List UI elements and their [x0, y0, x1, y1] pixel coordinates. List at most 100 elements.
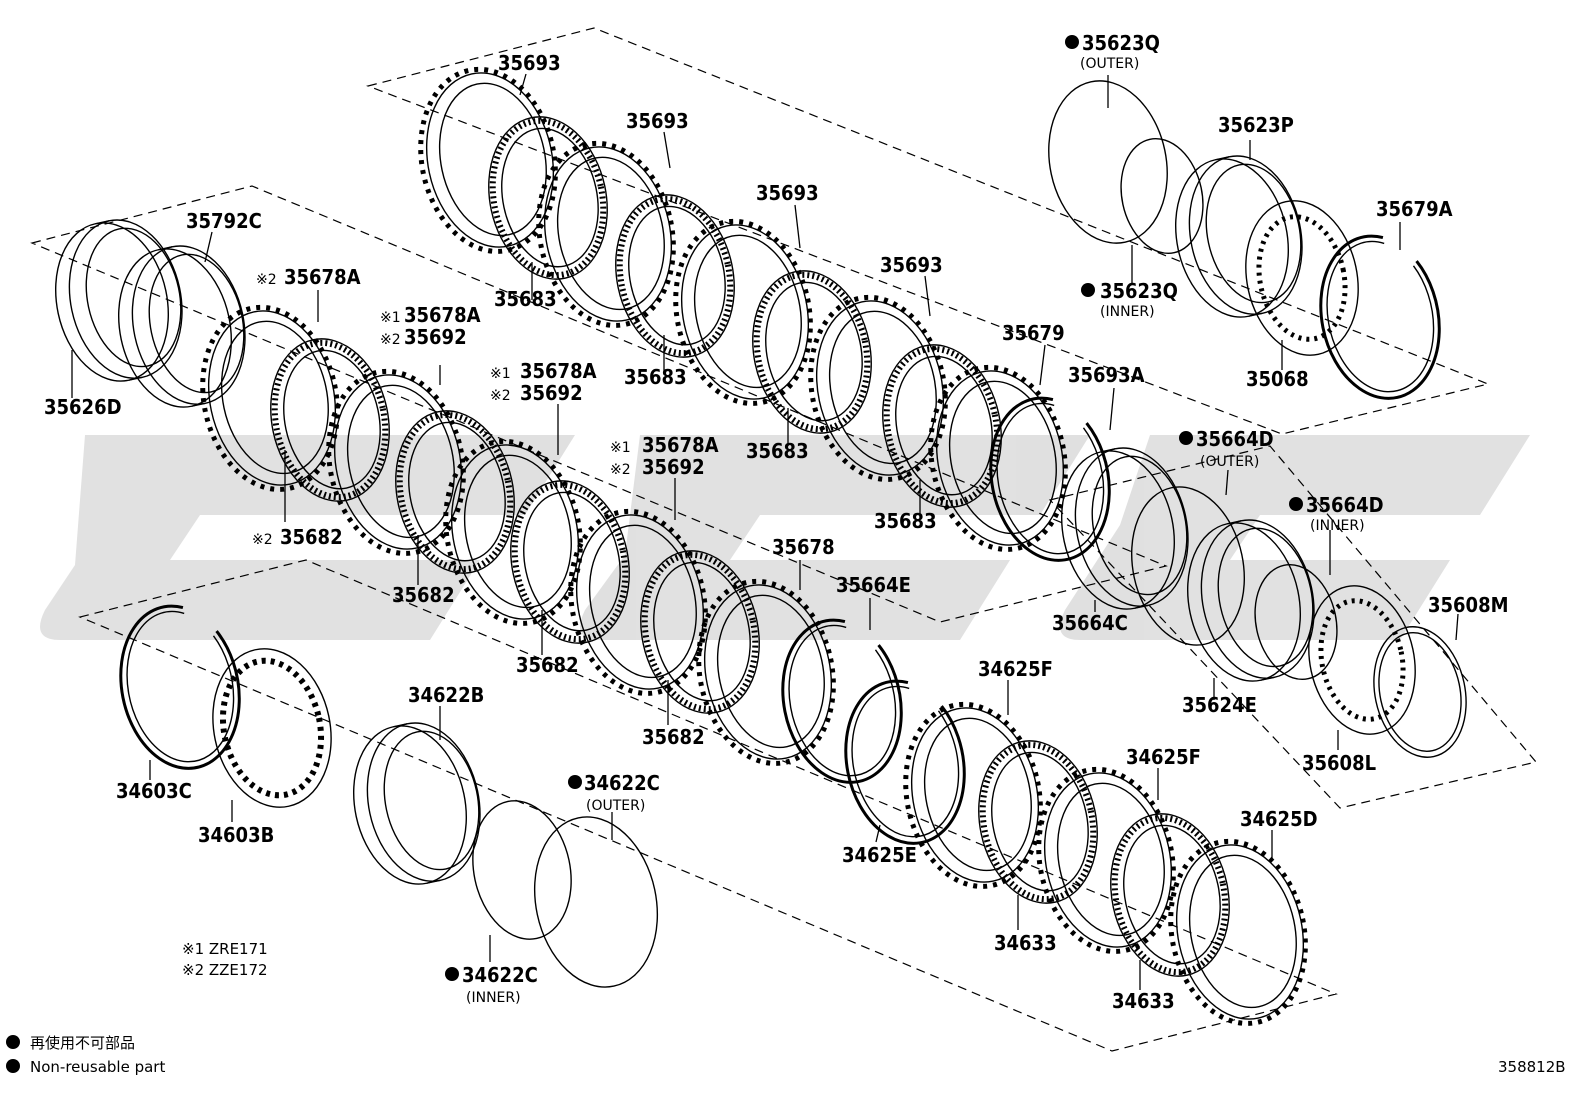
label-35682-2: 35682 [392, 583, 455, 607]
label-35623Q-outer-sub: (OUTER) [1080, 56, 1139, 72]
label-35682-4: 35682 [642, 725, 705, 749]
label-34622C-outer-sub: (OUTER) [586, 798, 645, 814]
part-34622C-inner-oring [472, 800, 572, 940]
part-35792C-hub [103, 234, 260, 419]
label-35664D-outer-sub: (OUTER) [1200, 454, 1259, 470]
label-35693A: 35693A [1068, 363, 1145, 387]
label-34603C: 34603C [116, 779, 192, 803]
label-35664D-outer: 35664D [1196, 427, 1274, 451]
label-35678A-3: 35678A [520, 359, 597, 383]
leader-lines [71, 73, 1459, 990]
bullet-35664D-outer [1179, 431, 1193, 445]
assembly-box-top [366, 27, 1490, 435]
label-34625E: 34625E [842, 843, 917, 867]
mark-ref1-b: ※1 [490, 366, 511, 382]
bullet-34622C-inner [445, 967, 459, 981]
part-35608L-spring-retainer [1308, 585, 1416, 735]
legend-bullet-jp [6, 1035, 20, 1049]
label-34633-b: 34633 [1112, 989, 1175, 1013]
part-34633-disc-2 [1096, 803, 1244, 988]
label-35624E: 35624E [1182, 693, 1257, 717]
part-35664D-outer-oring [1130, 486, 1246, 646]
label-35664C: 35664C [1052, 611, 1128, 635]
bullet-35623Q-outer [1065, 35, 1079, 49]
label-35664D-inner: 35664D [1306, 493, 1384, 517]
label-34603B: 34603B [198, 823, 274, 847]
mark-ref2-c: ※2 [490, 388, 511, 404]
label-35682-1: 35682 [280, 525, 343, 549]
label-35693-a: 35693 [498, 51, 561, 75]
label-35068: 35068 [1246, 367, 1309, 391]
part-35664D-inner-oring [1254, 563, 1338, 681]
label-35683-d: 35683 [874, 509, 937, 533]
label-35664D-inner-sub: (INNER) [1310, 518, 1365, 534]
watermark-logo [40, 435, 1530, 640]
label-34633-a: 34633 [994, 931, 1057, 955]
diagram-code: 358812B [1498, 1058, 1566, 1076]
legend-bullet-en [6, 1059, 20, 1073]
mark-ref2-e: ※2 [252, 532, 273, 548]
label-35792C: 35792C [186, 209, 262, 233]
label-35664E: 35664E [836, 573, 911, 597]
label-34622C-inner: 34622C [462, 963, 538, 987]
part-34603B-spring-retainer [212, 648, 332, 808]
label-35692-2: 35692 [404, 325, 467, 349]
mark-ref1-a: ※1 [380, 310, 401, 326]
part-35683-disc-2 [601, 184, 749, 369]
part-34625D-plate [1154, 829, 1321, 1036]
label-35683-b: 35683 [624, 365, 687, 389]
label-35692-3: 35692 [520, 381, 583, 405]
label-35693-d: 35693 [880, 253, 943, 277]
label-35678A-2: 35678A [404, 303, 481, 327]
note-zre171: ※1 ZRE171 [182, 940, 268, 958]
assembly-box-right [1048, 445, 1538, 809]
mark-ref2-a: ※2 [256, 272, 277, 288]
label-34625D: 34625D [1240, 807, 1318, 831]
label-35683-a: 35683 [494, 287, 557, 311]
label-34625F-b: 34625F [1126, 745, 1201, 769]
label-35608L: 35608L [1302, 751, 1376, 775]
part-35068-spring-retainer [1245, 200, 1359, 356]
note-zze172: ※2 ZZE172 [182, 961, 268, 979]
legend-jp: 再使用不可部品 [30, 1034, 135, 1052]
label-35623Q-outer: 35623Q [1082, 31, 1160, 55]
label-35682-3: 35682 [516, 653, 579, 677]
label-35626D: 35626D [44, 395, 122, 419]
label-35608M: 35608M [1428, 593, 1509, 617]
label-34622C-outer: 34622C [584, 771, 660, 795]
bullet-35664D-inner [1289, 497, 1303, 511]
mark-ref2-b: ※2 [380, 332, 401, 348]
label-35623P: 35623P [1218, 113, 1294, 137]
part-34622B-piston [338, 711, 495, 896]
label-35678: 35678 [772, 535, 835, 559]
label-34622C-inner-sub: (INNER) [466, 990, 521, 1006]
part-34622C-outer-oring [533, 816, 659, 988]
assembly-box-left [30, 185, 1168, 623]
part-35679A-snap-ring [1304, 223, 1456, 411]
bullet-35623Q-inner [1081, 283, 1095, 297]
label-35692-4: 35692 [642, 455, 705, 479]
mark-ref1-c: ※1 [610, 440, 631, 456]
legend-en: Non-reusable part [30, 1058, 165, 1076]
label-35678A-4: 35678A [642, 433, 719, 457]
label-35623Q-inner-sub: (INNER) [1100, 304, 1155, 320]
label-35623Q-inner: 35623Q [1100, 279, 1178, 303]
label-35679A: 35679A [1376, 197, 1453, 221]
part-35623P-piston [1160, 144, 1317, 329]
part-35608M-snap-ring [1373, 626, 1467, 758]
part-35626D-drum [40, 208, 197, 393]
bullet-34622C-outer [568, 775, 582, 789]
part-35623Q-outer-oring [1048, 80, 1168, 244]
label-35693-c: 35693 [756, 181, 819, 205]
part-35693-plate-1 [404, 57, 571, 264]
assembly-box-bottom [78, 559, 1338, 1052]
label-35693-b: 35693 [626, 109, 689, 133]
label-35679: 35679 [1002, 321, 1065, 345]
label-34625F-a: 34625F [978, 657, 1053, 681]
label-35683-c: 35683 [746, 439, 809, 463]
part-35683-disc-3 [738, 260, 886, 445]
label-35678A-1: 35678A [284, 265, 361, 289]
part-34625E-snap-ring [829, 668, 981, 856]
label-34622B: 34622B [408, 683, 484, 707]
